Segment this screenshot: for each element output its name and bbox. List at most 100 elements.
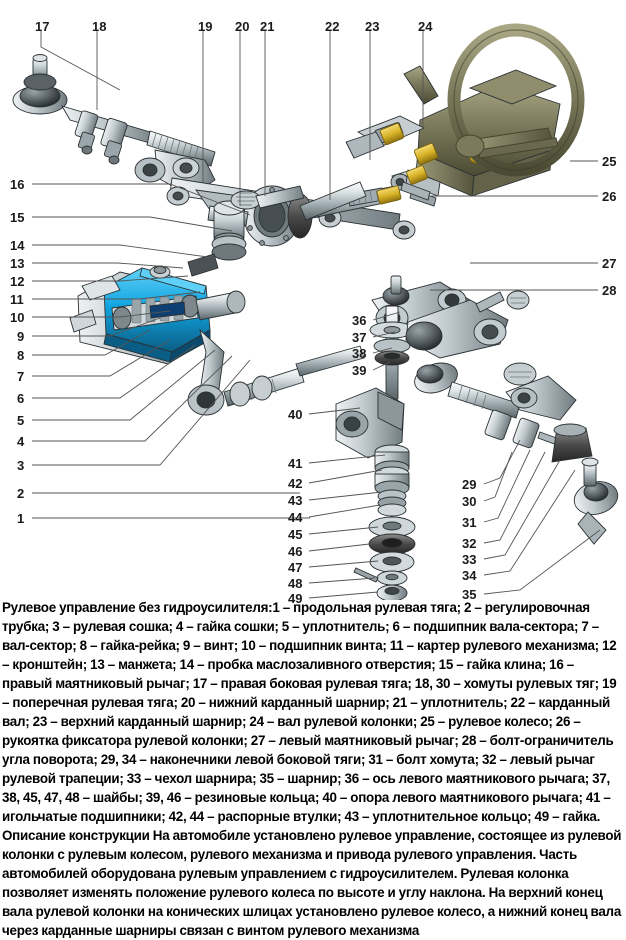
leader-line-47 bbox=[308, 560, 379, 568]
callout-number-43: 43 bbox=[288, 493, 303, 508]
callout-number-44: 44 bbox=[288, 510, 303, 525]
callout-number-12: 12 bbox=[10, 274, 25, 289]
callout-number-35: 35 bbox=[462, 587, 477, 602]
callout-number-5: 5 bbox=[17, 413, 25, 428]
callout-number-1: 1 bbox=[17, 511, 25, 526]
callout-number-15: 15 bbox=[10, 210, 25, 225]
leader-line-31 bbox=[483, 449, 531, 523]
callout-number-11: 11 bbox=[10, 292, 24, 307]
leader-line-39 bbox=[372, 361, 391, 371]
leader-line-49 bbox=[308, 591, 379, 599]
callout-number-14: 14 bbox=[10, 238, 25, 253]
callout-number-17: 17 bbox=[35, 19, 50, 34]
leader-line-38 bbox=[372, 347, 393, 354]
exploded-view-artwork bbox=[12, 23, 619, 600]
callout-number-31: 31 bbox=[462, 515, 477, 530]
callout-number-13: 13 bbox=[10, 256, 25, 271]
leader-line-12 bbox=[32, 275, 189, 282]
leader-line-33 bbox=[483, 459, 561, 560]
part-pitman-arm-and-drag-link bbox=[187, 328, 365, 416]
caption-text: Рулевое управление без гидроусилителя:1 … bbox=[2, 600, 622, 938]
callout-number-28: 28 bbox=[602, 283, 617, 298]
callout-number-16: 16 bbox=[10, 177, 25, 192]
part-pendulum-support-exploded bbox=[335, 387, 416, 600]
part-right-side-tie-rod bbox=[12, 54, 216, 167]
callout-number-30: 30 bbox=[462, 494, 477, 509]
callout-number-18: 18 bbox=[92, 19, 107, 34]
callout-number-22: 22 bbox=[325, 19, 340, 34]
callout-number-4: 4 bbox=[17, 434, 25, 449]
callout-number-39: 39 bbox=[352, 363, 367, 378]
callout-number-34: 34 bbox=[462, 568, 477, 583]
callout-number-32: 32 bbox=[462, 536, 477, 551]
leader-line-40 bbox=[308, 407, 361, 415]
callout-number-20: 20 bbox=[235, 19, 250, 34]
callout-number-37: 37 bbox=[352, 330, 367, 345]
callout-number-8: 8 bbox=[17, 348, 25, 363]
callout-number-7: 7 bbox=[17, 369, 25, 384]
part-steering-gear-housing bbox=[69, 185, 305, 365]
leader-line-34 bbox=[483, 469, 576, 576]
leader-line-29 bbox=[483, 439, 521, 485]
figure-caption: Рулевое управление без гидроусилителя:1 … bbox=[0, 598, 626, 938]
callout-number-47: 47 bbox=[288, 560, 303, 575]
callout-number-24: 24 bbox=[418, 19, 433, 34]
callout-number-10: 10 bbox=[10, 310, 25, 325]
leader-line-8 bbox=[32, 329, 151, 356]
leader-line-42 bbox=[308, 469, 383, 484]
leader-line-36 bbox=[372, 311, 401, 321]
leader-line-41 bbox=[308, 454, 386, 464]
callout-number-46: 46 bbox=[288, 544, 303, 559]
callout-number-2: 2 bbox=[17, 486, 25, 501]
leader-line-16 bbox=[32, 183, 251, 216]
leader-line-11 bbox=[32, 291, 201, 300]
leader-line-35 bbox=[483, 529, 601, 595]
part-clamp-a bbox=[74, 110, 99, 155]
callout-number-45: 45 bbox=[288, 527, 303, 542]
leader-line-9 bbox=[32, 317, 161, 337]
leader-line-10 bbox=[32, 310, 171, 318]
callout-number-29: 29 bbox=[462, 477, 477, 492]
callout-number-3: 3 bbox=[17, 458, 25, 473]
callout-number-41: 41 bbox=[288, 456, 303, 471]
leader-line-13 bbox=[32, 262, 184, 269]
part-right-suspension-arm bbox=[405, 290, 530, 359]
leader-line-45 bbox=[308, 526, 379, 535]
part-clamp-b bbox=[100, 117, 128, 165]
leader-line-30 bbox=[483, 451, 513, 502]
leader-line-6 bbox=[32, 344, 196, 399]
leader-line-44 bbox=[308, 504, 381, 518]
part-left-lateral-rod-assembly bbox=[414, 362, 619, 545]
leader-line-14 bbox=[32, 244, 216, 259]
callout-number-9: 9 bbox=[17, 329, 25, 344]
leader-line-7 bbox=[32, 339, 171, 377]
leader-line-17 bbox=[40, 30, 121, 91]
leader-line-37 bbox=[372, 331, 396, 338]
callout-number-25: 25 bbox=[602, 154, 617, 169]
leader-line-4 bbox=[32, 355, 233, 442]
callout-number-33: 33 bbox=[462, 552, 477, 567]
callout-number-36: 36 bbox=[352, 313, 367, 328]
callout-number-40: 40 bbox=[288, 407, 303, 422]
callout-number-26: 26 bbox=[602, 189, 617, 204]
callout-number-48: 48 bbox=[288, 576, 303, 591]
leader-line-48 bbox=[308, 577, 376, 584]
callout-number-19: 19 bbox=[198, 19, 213, 34]
callout-number-49: 49 bbox=[288, 591, 303, 606]
leader-line-5 bbox=[32, 349, 216, 421]
leader-line-15 bbox=[32, 216, 233, 232]
callout-number-42: 42 bbox=[288, 476, 303, 491]
leader-line-43 bbox=[308, 491, 383, 501]
callout-number-6: 6 bbox=[17, 391, 25, 406]
callout-number-27: 27 bbox=[602, 256, 617, 271]
leader-lines bbox=[32, 30, 601, 599]
part-steering-wheel bbox=[447, 23, 585, 177]
leader-line-46 bbox=[308, 542, 379, 552]
leader-line-32 bbox=[483, 451, 546, 544]
callout-number-21: 21 bbox=[260, 19, 275, 34]
callout-number-23: 23 bbox=[365, 19, 380, 34]
callout-number-38: 38 bbox=[352, 346, 367, 361]
leader-line-3 bbox=[32, 359, 251, 466]
